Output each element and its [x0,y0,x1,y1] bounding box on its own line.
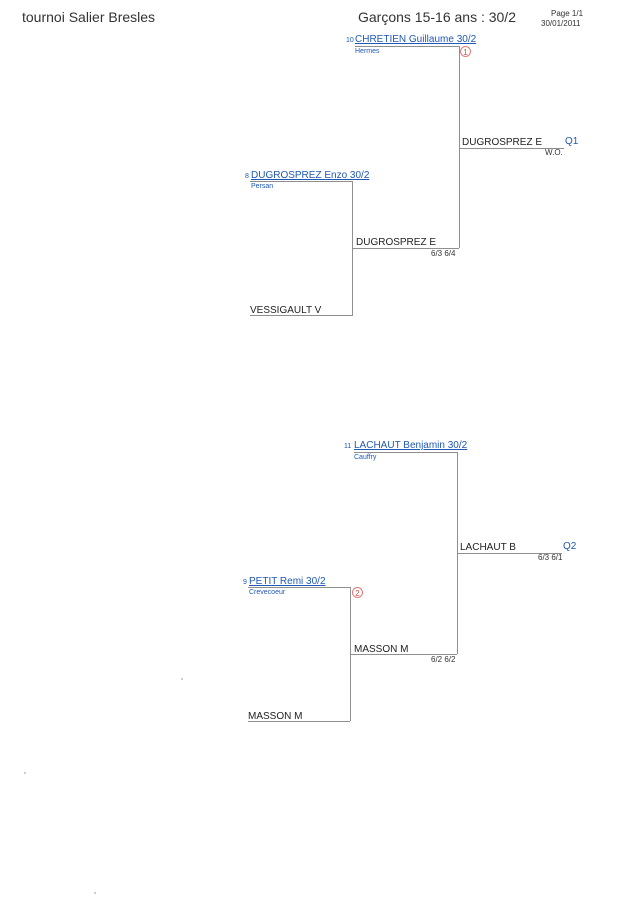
player-name[interactable]: LACHAUT Benjamin 30/2 [354,440,468,451]
seed-number: 9 [243,579,247,586]
bracket-line [352,181,353,315]
date: 30/01/2011 [541,19,581,28]
match-winner: LACHAUT B [460,542,516,553]
bracket-line [355,46,459,47]
bracket-line [248,721,350,722]
player-name[interactable]: DUGROSPREZ Enzo 30/2 [251,170,370,181]
qualifier-label: Q2 [563,541,577,552]
bracket-line [353,248,459,249]
seed-number: 10 [346,37,354,44]
scan-speck [94,892,96,894]
bracket-line [250,181,353,182]
bracket-line [459,46,460,248]
player-name[interactable]: CHRETIEN Guillaume 30/2 [355,34,477,45]
category-title: Garçons 15-16 ans : 30/2 [358,9,516,25]
tournament-title: tournoi Salier Bresles [22,9,156,25]
player-club: Persan [251,183,274,190]
match-score: 6/2 6/2 [431,655,456,664]
player-club: Hermes [355,48,380,55]
seed-mark: 2 [352,587,363,598]
player-name[interactable]: PETIT Remi 30/2 [249,576,326,587]
bracket-line [350,587,351,721]
match-winner: DUGROSPREZ E [356,237,437,248]
bracket-line [351,654,457,655]
bracket-line [460,148,564,149]
seed-number: 8 [245,173,249,180]
match-winner: DUGROSPREZ E [462,137,543,148]
bracket-line [250,315,353,316]
player-club: Cauffry [354,454,377,461]
seed-mark: 1 [460,46,471,57]
bracket-line [354,452,457,453]
page-number: Page 1/1 [551,9,584,18]
match-score: 6/3 6/4 [431,249,456,258]
match-score: W.O. [545,148,563,157]
seed-number: 11 [344,443,352,450]
bracket-line [457,452,458,654]
match-score: 6/3 6/1 [538,553,563,562]
bracket-line [248,587,350,588]
match-winner: MASSON M [354,644,409,655]
scan-speck [181,678,183,680]
player-name: VESSIGAULT V [250,305,322,316]
scan-speck [24,772,26,774]
player-club: Crevecoeur [249,589,286,596]
bracket-line [458,553,562,554]
qualifier-label: Q1 [565,136,579,147]
player-name: MASSON M [248,711,303,722]
